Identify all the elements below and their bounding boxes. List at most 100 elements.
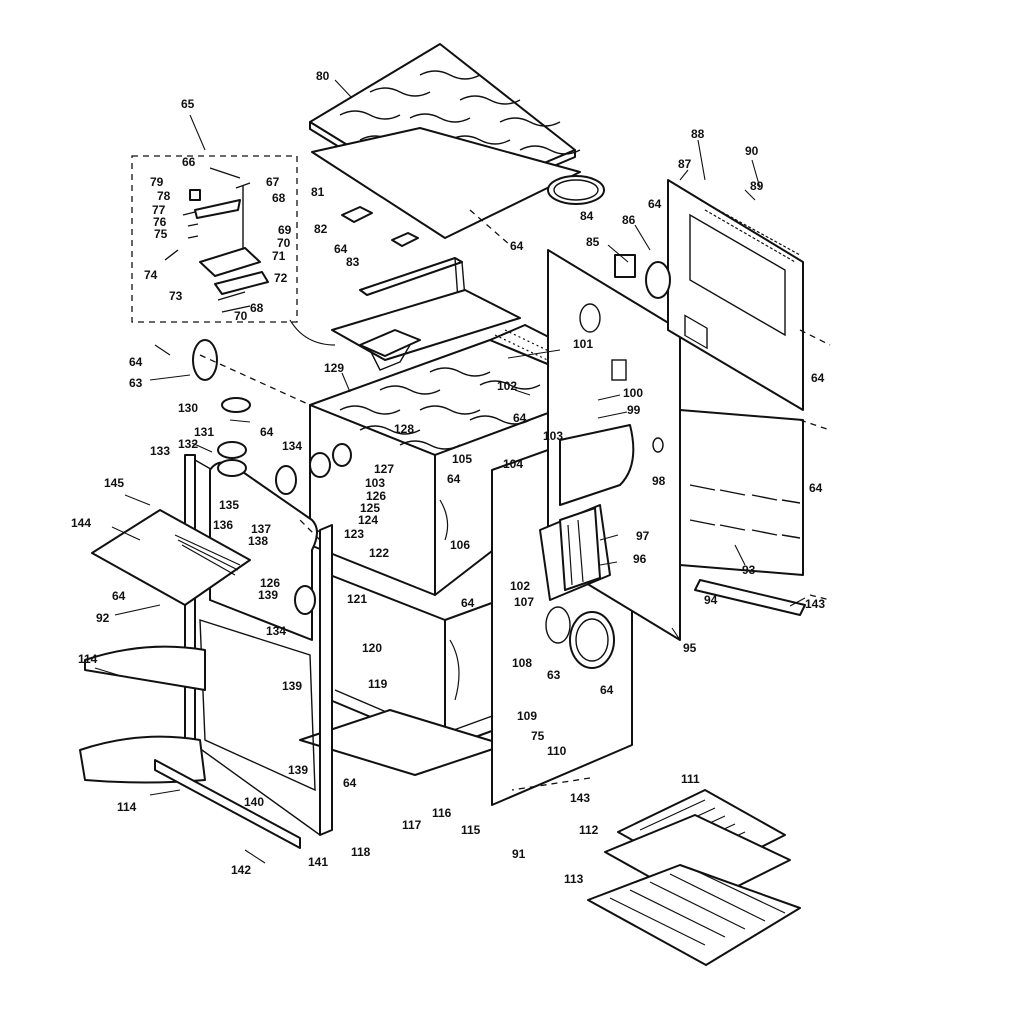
callout-132: 132 xyxy=(178,437,198,451)
callout-91: 91 xyxy=(512,847,526,861)
callout-64: 64 xyxy=(343,776,357,790)
callout-65: 65 xyxy=(181,97,195,111)
callout-142: 142 xyxy=(231,863,251,877)
callout-102: 102 xyxy=(510,579,530,593)
callout-143: 143 xyxy=(805,597,825,611)
callout-87: 87 xyxy=(678,157,692,171)
callout-89: 89 xyxy=(750,179,764,193)
vent-ring-84 xyxy=(547,175,605,205)
callout-118: 118 xyxy=(351,845,371,859)
callout-80: 80 xyxy=(316,69,330,83)
callout-99: 99 xyxy=(627,403,641,417)
callout-77: 77 xyxy=(152,203,166,217)
callout-79: 79 xyxy=(150,175,164,189)
callout-100: 100 xyxy=(623,386,643,400)
callout-72: 72 xyxy=(274,271,288,285)
callout-107: 107 xyxy=(514,595,534,609)
callout-112: 112 xyxy=(579,823,599,837)
callout-81: 81 xyxy=(311,185,325,199)
bottom-rail-94 xyxy=(694,579,806,616)
callout-133: 133 xyxy=(150,444,170,458)
callout-71: 71 xyxy=(272,249,286,263)
callout-88: 88 xyxy=(691,127,705,141)
callout-66: 66 xyxy=(182,155,196,169)
gasket-129-parts xyxy=(192,339,352,615)
callout-105: 105 xyxy=(452,452,472,466)
callout-64: 64 xyxy=(648,197,662,211)
callout-139: 139 xyxy=(288,763,308,777)
callout-134: 134 xyxy=(266,624,286,638)
callout-120: 120 xyxy=(362,641,382,655)
callout-98: 98 xyxy=(652,474,666,488)
callout-70: 70 xyxy=(277,236,291,250)
insulation-wrap xyxy=(439,499,460,701)
callout-129: 129 xyxy=(324,361,344,375)
component-85-86 xyxy=(614,254,671,299)
detail-box-65 xyxy=(131,155,298,323)
callout-75: 75 xyxy=(154,227,168,241)
callout-123: 123 xyxy=(344,527,364,541)
callout-128: 128 xyxy=(394,422,414,436)
callout-85: 85 xyxy=(586,235,600,249)
callout-114: 114 xyxy=(117,800,137,814)
callout-143: 143 xyxy=(570,791,590,805)
callout-136: 136 xyxy=(213,518,233,532)
callout-92: 92 xyxy=(96,611,110,625)
bracket-82 xyxy=(341,206,419,247)
callout-64: 64 xyxy=(461,596,475,610)
callout-75: 75 xyxy=(531,729,545,743)
callout-135: 135 xyxy=(219,498,239,512)
callout-93: 93 xyxy=(742,563,756,577)
burner-bracket xyxy=(359,329,421,371)
callout-103: 103 xyxy=(365,476,385,490)
callout-64: 64 xyxy=(811,371,825,385)
detail-65-hardware xyxy=(164,167,269,313)
callout-64: 64 xyxy=(129,355,143,369)
callout-124: 124 xyxy=(358,513,378,527)
rack-144 xyxy=(91,509,251,606)
bottom-trim-142 xyxy=(154,759,301,849)
callout-126: 126 xyxy=(366,489,386,503)
rack-113 xyxy=(587,864,801,966)
callout-106: 106 xyxy=(450,538,470,552)
lower-cavity xyxy=(299,574,506,776)
callout-116: 116 xyxy=(432,806,452,820)
callout-90: 90 xyxy=(745,144,759,158)
callout-64: 64 xyxy=(447,472,461,486)
back-grille-93 xyxy=(679,409,804,576)
callout-76: 76 xyxy=(153,215,167,229)
callout-102: 102 xyxy=(497,379,517,393)
top-liner-81 xyxy=(311,127,581,239)
callout-103: 103 xyxy=(543,429,563,443)
callout-115: 115 xyxy=(461,823,481,837)
callout-144: 144 xyxy=(71,516,91,530)
callout-82: 82 xyxy=(314,222,328,236)
callout-64: 64 xyxy=(334,242,348,256)
callout-64: 64 xyxy=(260,425,274,439)
callout-68: 68 xyxy=(250,301,264,315)
duct-96-97 xyxy=(539,504,611,601)
callout-63: 63 xyxy=(547,668,561,682)
callout-139: 139 xyxy=(282,679,302,693)
callout-113: 113 xyxy=(564,872,584,886)
callout-121: 121 xyxy=(347,592,367,606)
callout-109: 109 xyxy=(517,709,537,723)
callout-94: 94 xyxy=(704,593,718,607)
callout-127: 127 xyxy=(374,462,394,476)
callout-84: 84 xyxy=(580,209,594,223)
back-grille-88 xyxy=(667,179,804,411)
callout-67: 67 xyxy=(266,175,280,189)
flue-100 xyxy=(559,424,635,506)
callout-137: 137 xyxy=(251,522,271,536)
callout-95: 95 xyxy=(683,641,697,655)
callout-64: 64 xyxy=(513,411,527,425)
callout-78: 78 xyxy=(157,189,171,203)
callout-64: 64 xyxy=(809,481,823,495)
callout-69: 69 xyxy=(278,223,292,237)
callout-68: 68 xyxy=(272,191,286,205)
callout-140: 140 xyxy=(244,795,264,809)
callout-139: 139 xyxy=(258,588,278,602)
callout-70: 70 xyxy=(234,309,248,323)
callout-111: 111 xyxy=(681,772,700,786)
